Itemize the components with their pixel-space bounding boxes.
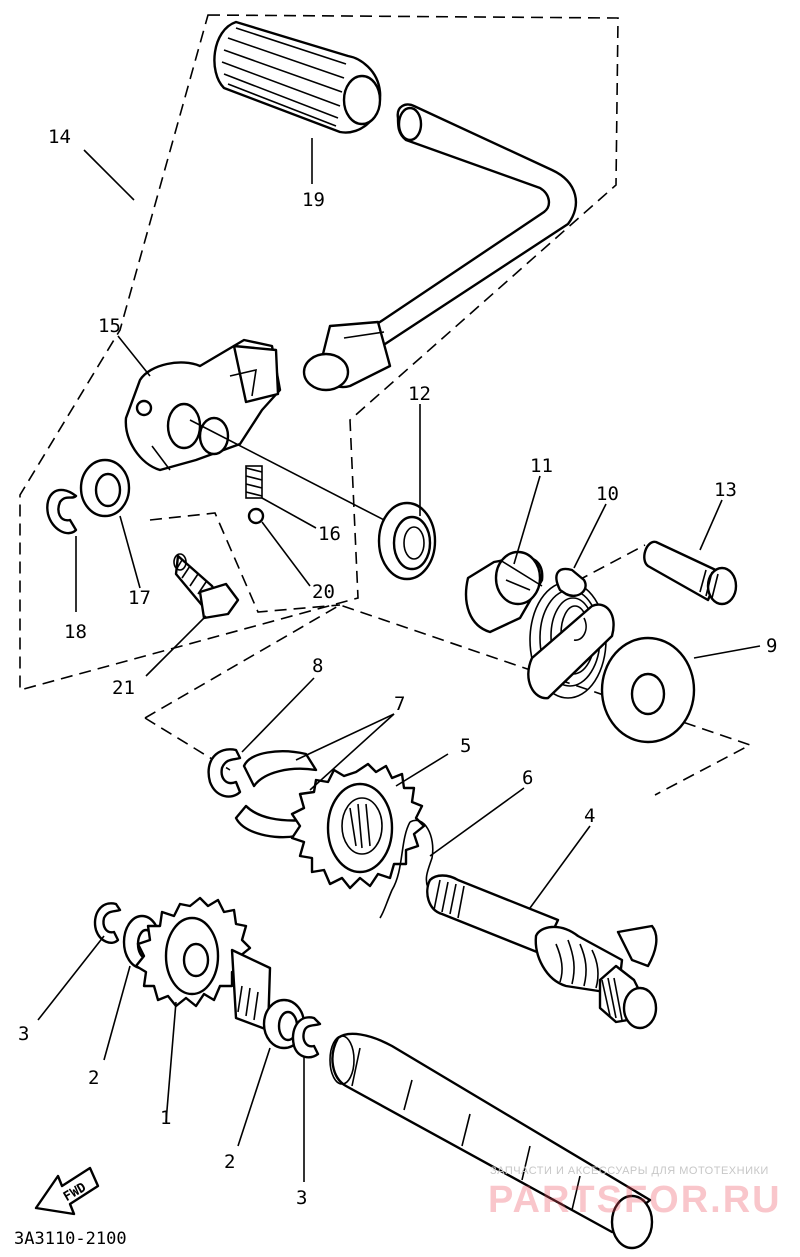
callout-7: 7 <box>394 693 405 715</box>
callout-20: 20 <box>312 581 335 603</box>
watermark-caption: ЗАПЧАСТИ И АКСЕССУАРЫ ДЛЯ МОТОТЕХНИКИ <box>490 1165 769 1177</box>
idler-gear <box>134 896 272 1032</box>
callout-5: 5 <box>460 735 471 757</box>
boss-axis-line <box>189 419 389 523</box>
callout-17: 17 <box>128 587 151 609</box>
callout-2-lower: 2 <box>224 1151 235 1173</box>
callout-3-lower: 3 <box>296 1187 307 1209</box>
kick-lever-arm <box>302 103 578 392</box>
callout-11: 11 <box>530 455 553 477</box>
leader-lines <box>37 138 761 1182</box>
plain-washer <box>79 458 131 518</box>
clip-spring <box>379 819 434 919</box>
kick-gear <box>290 762 426 890</box>
callout-13: 13 <box>714 479 737 501</box>
watermark-site: PARTSFOR.RU <box>488 1179 782 1221</box>
callout-14: 14 <box>48 126 71 148</box>
torsion-spring <box>527 567 615 700</box>
spring-guide <box>464 550 544 634</box>
callout-6: 6 <box>522 767 533 789</box>
callout-18: 18 <box>64 621 87 643</box>
spring-group-boundary <box>559 544 646 591</box>
callout-9: 9 <box>766 635 777 657</box>
circlip-8 <box>207 748 242 798</box>
callout-3-upper: 3 <box>18 1023 29 1045</box>
fwd-arrow-icon: FWD <box>34 1166 100 1216</box>
callout-21: 21 <box>112 677 135 699</box>
oil-seal <box>377 501 437 581</box>
guide-pin <box>643 540 738 606</box>
countershaft <box>329 1032 654 1250</box>
callout-15: 15 <box>98 315 121 337</box>
callout-4: 4 <box>584 805 595 827</box>
callout-19: 19 <box>302 189 325 211</box>
kick-lever-assembly-boundary <box>19 14 619 692</box>
diagram-code: 3A3110-2100 <box>14 1229 127 1249</box>
kick-lever-bolt <box>173 553 240 620</box>
kick-boss <box>124 338 282 472</box>
callout-2-upper: 2 <box>88 1067 99 1089</box>
callout-12: 12 <box>408 383 431 405</box>
circlip-3-upper <box>93 902 122 944</box>
circlip-3-lower <box>291 1016 322 1059</box>
kick-axle <box>426 874 658 1030</box>
callout-16: 16 <box>318 523 341 545</box>
detent-spring <box>245 465 263 499</box>
callout-1: 1 <box>160 1107 171 1129</box>
bolt-group-boundary <box>149 512 341 613</box>
callout-10: 10 <box>596 483 619 505</box>
callout-8: 8 <box>312 655 323 677</box>
circlip-18 <box>46 488 78 535</box>
steel-ball <box>247 507 265 525</box>
kick-grip-rubber <box>213 20 382 134</box>
spring-washer-9 <box>600 636 696 744</box>
